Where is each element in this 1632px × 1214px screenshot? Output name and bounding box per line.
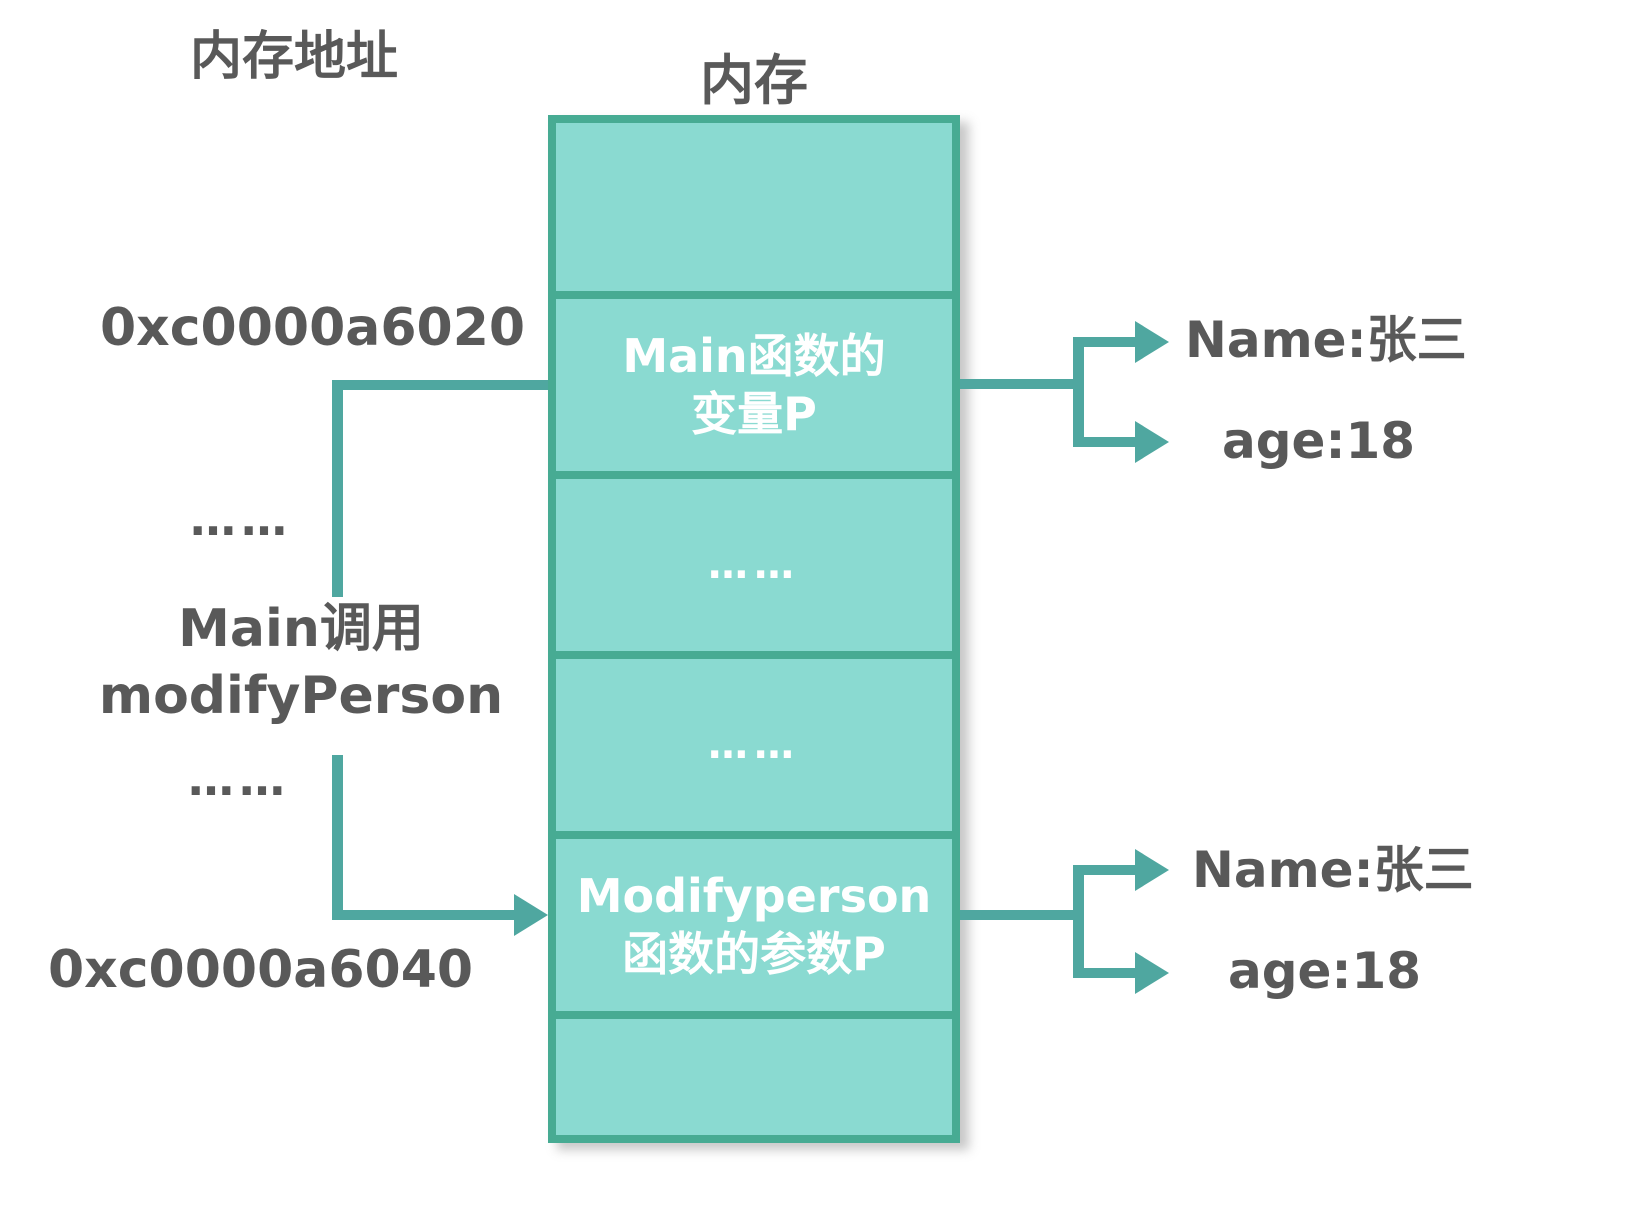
pointer-bracket-top <box>1073 337 1084 447</box>
connector-top-horizontal <box>337 380 548 390</box>
ellipsis-bottom: …… <box>188 752 290 806</box>
memory-cell-ellipsis-2: …… <box>556 659 952 831</box>
memory-title: 内存 <box>700 49 808 112</box>
cell-ellipsis: …… <box>708 722 800 768</box>
cell-text-line1: Main函数的 <box>622 329 886 383</box>
call-label-line2: modifyPerson <box>98 666 504 726</box>
cell-text-line2: 变量P <box>691 387 817 441</box>
value-age-bottom: age:18 <box>1228 942 1422 1000</box>
pointer-branch-top-name <box>1073 337 1135 347</box>
memory-cell-empty-top <box>556 123 952 291</box>
cell-text-line1: Modifyperson <box>576 869 932 923</box>
value-age-top: age:18 <box>1222 412 1416 470</box>
pointer-stem-top <box>960 379 1073 389</box>
cell-ellipsis: …… <box>708 542 800 588</box>
pointer-branch-bottom-age <box>1073 968 1135 978</box>
pointer-stem-bottom <box>960 910 1073 920</box>
arrowhead-right-icon <box>514 894 548 936</box>
connector-vertical-upper <box>332 380 343 597</box>
value-name-bottom: Name:张三 <box>1192 841 1474 899</box>
memory-cell-ellipsis-1: …… <box>556 479 952 651</box>
arrowhead-right-icon <box>1135 321 1169 363</box>
value-name-top: Name:张三 <box>1185 311 1467 369</box>
memory-cell-main-var-p: Main函数的 变量P <box>556 299 952 471</box>
arrowhead-right-icon <box>1135 849 1169 891</box>
cell-text-line2: 函数的参数P <box>622 927 886 981</box>
ellipsis-top: …… <box>190 492 292 546</box>
arrowhead-right-icon <box>1135 952 1169 994</box>
memory-cell-modifyperson-param-p: Modifyperson 函数的参数P <box>556 839 952 1011</box>
address-label-top: 0xc0000a6020 <box>100 298 526 358</box>
memory-address-title: 内存地址 <box>190 27 399 87</box>
pointer-bracket-bottom <box>1073 865 1084 978</box>
connector-vertical-lower <box>332 755 343 915</box>
call-label-line1: Main调用 <box>178 599 424 659</box>
connector-bottom-horizontal <box>332 910 514 920</box>
pointer-branch-bottom-name <box>1073 865 1135 875</box>
address-label-bottom: 0xc0000a6040 <box>48 940 474 1000</box>
memory-cell-empty-bottom <box>556 1019 952 1135</box>
call-label: Main调用 modifyPerson <box>95 596 507 730</box>
arrowhead-right-icon <box>1135 421 1169 463</box>
pointer-branch-top-age <box>1073 437 1135 447</box>
memory-box: Main函数的 变量P …… …… Modifyperson 函数的参数P <box>548 115 960 1143</box>
